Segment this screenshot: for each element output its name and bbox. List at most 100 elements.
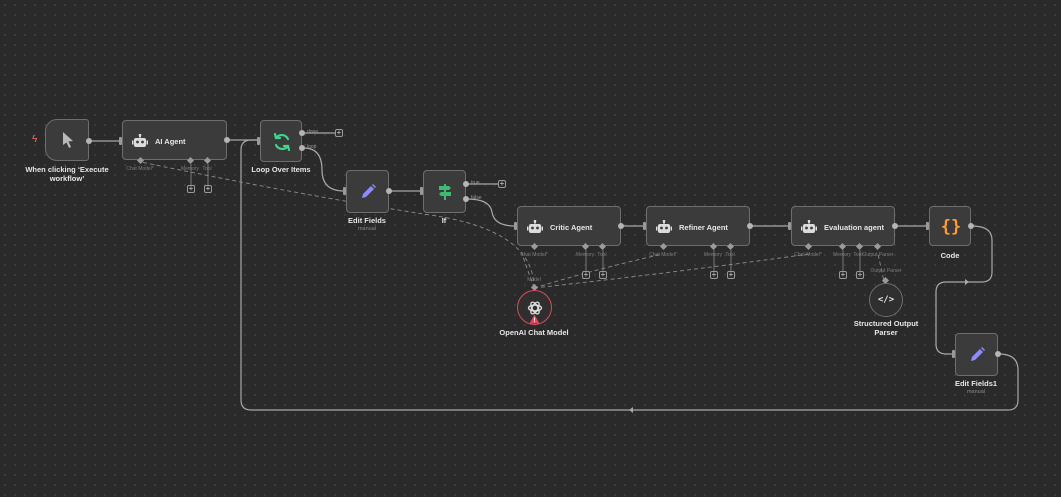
- trigger-title-line1: When clicking ‘Execute: [25, 165, 109, 174]
- openai-title: OpenAI Chat Model: [499, 328, 569, 337]
- pencil-icon: [358, 182, 378, 202]
- evaluation-add-tool-button[interactable]: +: [856, 270, 864, 279]
- edge-loop-edit-fields[interactable]: [303, 147, 345, 192]
- refiner-tool-label: Tool: [725, 252, 735, 258]
- edge-code-edit-fields1[interactable]: [935, 225, 993, 355]
- ai-agent-memory-label: Memory: [180, 166, 200, 172]
- ai-agent-chat-model-label: Chat Model*: [126, 166, 154, 172]
- curly-braces-icon: {}: [940, 217, 962, 237]
- warning-triangle-icon[interactable]: [529, 314, 540, 324]
- cursor-pointer-icon: [58, 130, 78, 150]
- node-ai-agent[interactable]: AI Agent: [122, 120, 227, 160]
- node-code[interactable]: {}: [929, 206, 971, 246]
- trigger-bolt-icon: ϟ: [32, 134, 38, 145]
- ai-agent-tool-label: Tool: [202, 166, 212, 172]
- if-false-port[interactable]: [463, 196, 469, 202]
- loop-title: Loop Over Items: [251, 165, 311, 174]
- parser-title-line2: Parser: [874, 328, 898, 337]
- loop-loop-label: loop: [307, 144, 317, 150]
- trigger-output-port[interactable]: [86, 138, 92, 144]
- robot-icon: [526, 218, 544, 236]
- refiner-memory-label: Memory: [703, 252, 723, 258]
- ai-agent-add-memory-button[interactable]: +: [187, 184, 195, 193]
- node-critic-agent[interactable]: Critic Agent: [517, 206, 621, 246]
- robot-icon: [800, 218, 818, 236]
- ai-agent-output-port[interactable]: [224, 137, 230, 143]
- node-if[interactable]: [423, 170, 466, 213]
- evaluation-add-memory-button[interactable]: +: [839, 270, 847, 279]
- code-title: Code: [940, 251, 960, 260]
- evaluation-input-port[interactable]: [788, 222, 791, 230]
- evaluation-tool-label: Tool: [853, 252, 863, 258]
- refiner-add-memory-button[interactable]: +: [710, 270, 718, 279]
- evaluation-chat-model-label: Chat Model*: [794, 252, 822, 258]
- edge-openai-evaluation: [533, 253, 810, 289]
- parser-title-line1: Structured Output: [853, 319, 919, 328]
- signpost-icon: [435, 182, 455, 202]
- refiner-output-port[interactable]: [747, 223, 753, 229]
- node-refiner-agent[interactable]: Refiner Agent: [646, 206, 750, 246]
- critic-memory-label: Memory: [575, 252, 595, 258]
- node-loop-over-items[interactable]: [260, 120, 302, 162]
- edit-fields-output-port[interactable]: [386, 188, 392, 194]
- if-true-label: true: [471, 180, 480, 186]
- node-edit-fields1[interactable]: [955, 333, 998, 376]
- trigger-title-line2: workflow’: [49, 174, 85, 183]
- refiner-chat-model-label: Chat Model*: [649, 252, 677, 258]
- ai-agent-input-port[interactable]: [119, 137, 122, 145]
- edge-openai-critic: [521, 253, 535, 289]
- loop-input-port[interactable]: [257, 137, 260, 145]
- critic-add-memory-button[interactable]: +: [582, 270, 590, 279]
- code-output-port[interactable]: [968, 223, 974, 229]
- critic-tool-label: Tool: [597, 252, 607, 258]
- if-input-port[interactable]: [420, 187, 423, 195]
- code-input-port[interactable]: [926, 222, 929, 230]
- evaluation-memory-label: Memory: [832, 252, 852, 258]
- edge-edit-fields1-loop[interactable]: [240, 139, 1019, 411]
- node-evaluation-agent[interactable]: Evaluation agent: [791, 206, 895, 246]
- node-edit-fields[interactable]: [346, 170, 389, 213]
- edit-fields1-output-port[interactable]: [995, 351, 1001, 357]
- evaluation-output-parser-label: Output Parser: [862, 252, 894, 258]
- if-false-label: false: [471, 195, 482, 201]
- code-brackets-icon: </>: [877, 295, 895, 305]
- evaluation-title: Evaluation agent: [824, 223, 885, 232]
- edit-fields-title: Edit Fields: [348, 216, 386, 225]
- refiner-add-tool-button[interactable]: +: [727, 270, 735, 279]
- if-true-port[interactable]: [463, 181, 469, 187]
- edit-fields-input-port[interactable]: [343, 187, 346, 195]
- if-title: If: [441, 216, 447, 225]
- refiner-input-port[interactable]: [643, 222, 646, 230]
- node-structured-output-parser[interactable]: </>: [869, 283, 903, 317]
- critic-output-port[interactable]: [618, 223, 624, 229]
- refiner-title: Refiner Agent: [679, 223, 728, 232]
- critic-chat-model-label: Chat Model*: [520, 252, 548, 258]
- edge-openai-refiner: [533, 253, 664, 289]
- critic-input-port[interactable]: [514, 222, 517, 230]
- edit-fields1-title: Edit Fields1: [954, 379, 998, 388]
- loop-done-add-button[interactable]: +: [335, 128, 343, 137]
- loop-done-label: done: [307, 129, 319, 135]
- robot-icon: [131, 132, 149, 150]
- critic-add-tool-button[interactable]: +: [599, 270, 607, 279]
- robot-icon: [655, 218, 673, 236]
- edit-fields1-subtitle: manual: [966, 389, 986, 395]
- loop-refresh-icon: [271, 131, 293, 153]
- loop-done-port[interactable]: [299, 130, 305, 136]
- loop-loop-port[interactable]: [299, 145, 305, 151]
- edge-parser-evaluation: [877, 253, 886, 287]
- edge-if-false-critic[interactable]: [466, 198, 516, 227]
- node-manual-trigger[interactable]: [45, 119, 89, 161]
- pencil-icon: [967, 345, 987, 365]
- edge-openai-ai-agent: [140, 161, 535, 289]
- edit-fields1-input-port[interactable]: [952, 350, 955, 358]
- edit-fields-subtitle: manual: [357, 226, 377, 232]
- openai-model-label: Model: [527, 277, 541, 283]
- critic-title: Critic Agent: [550, 223, 593, 232]
- ai-agent-title: AI Agent: [155, 137, 186, 146]
- if-true-add-button[interactable]: +: [498, 179, 506, 188]
- evaluation-output-port[interactable]: [892, 223, 898, 229]
- ai-agent-add-tool-button[interactable]: +: [204, 184, 212, 193]
